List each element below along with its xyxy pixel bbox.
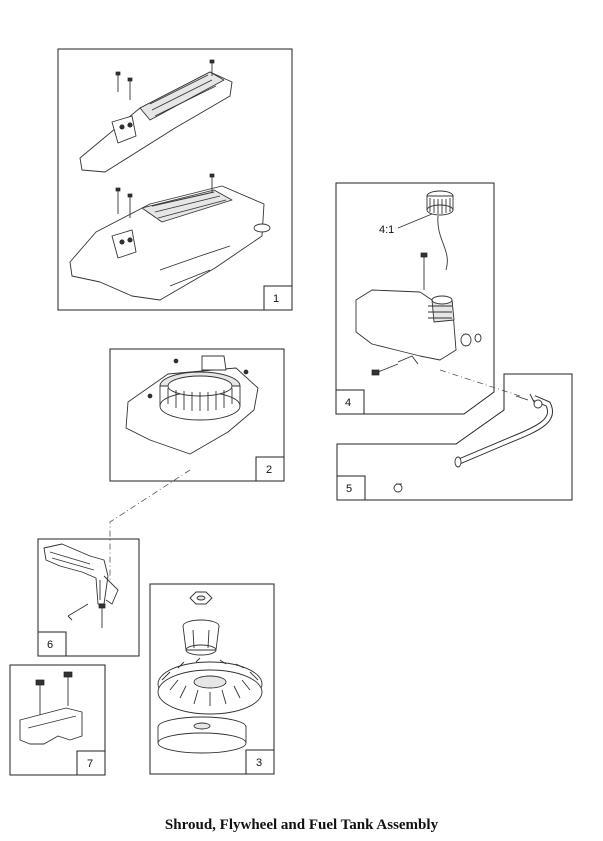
fuel-tank-icon bbox=[355, 289, 457, 361]
fuel-line-icon bbox=[454, 395, 553, 468]
screw-icon bbox=[98, 603, 106, 628]
screw-icon bbox=[209, 59, 215, 76]
callout-4: 4 bbox=[345, 397, 351, 409]
leader-line bbox=[439, 369, 521, 397]
clamp-icon bbox=[529, 393, 543, 409]
bolt-icon bbox=[35, 679, 45, 718]
flywheel-hub-icon bbox=[157, 716, 247, 754]
panel-5-fuel-line: 5 bbox=[336, 373, 573, 501]
callout-6: 6 bbox=[47, 639, 53, 651]
leader-line bbox=[109, 469, 191, 580]
fuel-cap-icon bbox=[426, 190, 454, 271]
panel-2-blower-housing: 2 bbox=[109, 348, 285, 482]
callout-2: 2 bbox=[266, 464, 272, 476]
panel-4-fuel-tank: 4:1 4 bbox=[335, 182, 495, 415]
oil-ratio-label: 4:1 bbox=[379, 224, 394, 236]
panel-7-heat-shield: 7 bbox=[9, 664, 106, 776]
panel-1-shroud: 1 bbox=[57, 48, 293, 311]
clamp-icon bbox=[393, 483, 403, 493]
bolt-icon bbox=[63, 671, 73, 706]
nut-icon bbox=[189, 591, 213, 605]
callout-1: 1 bbox=[273, 293, 279, 305]
starter-cup-icon bbox=[182, 619, 220, 656]
screw-icon bbox=[127, 77, 133, 100]
screw-icon bbox=[127, 193, 133, 218]
panel-6-control-bracket: 6 bbox=[37, 538, 140, 657]
screw-icon bbox=[115, 71, 121, 92]
panel-3-flywheel: 3 bbox=[149, 583, 275, 775]
callout-5: 5 bbox=[346, 483, 352, 495]
screw-icon bbox=[115, 187, 121, 214]
screw-icon bbox=[209, 173, 215, 192]
callout-3: 3 bbox=[256, 757, 262, 769]
flywheel-icon bbox=[157, 657, 263, 715]
callout-7: 7 bbox=[87, 758, 93, 770]
bolt-icon bbox=[371, 363, 399, 376]
diagram-title: Shroud, Flywheel and Fuel Tank Assembly bbox=[164, 817, 439, 833]
screw-icon bbox=[420, 252, 428, 290]
